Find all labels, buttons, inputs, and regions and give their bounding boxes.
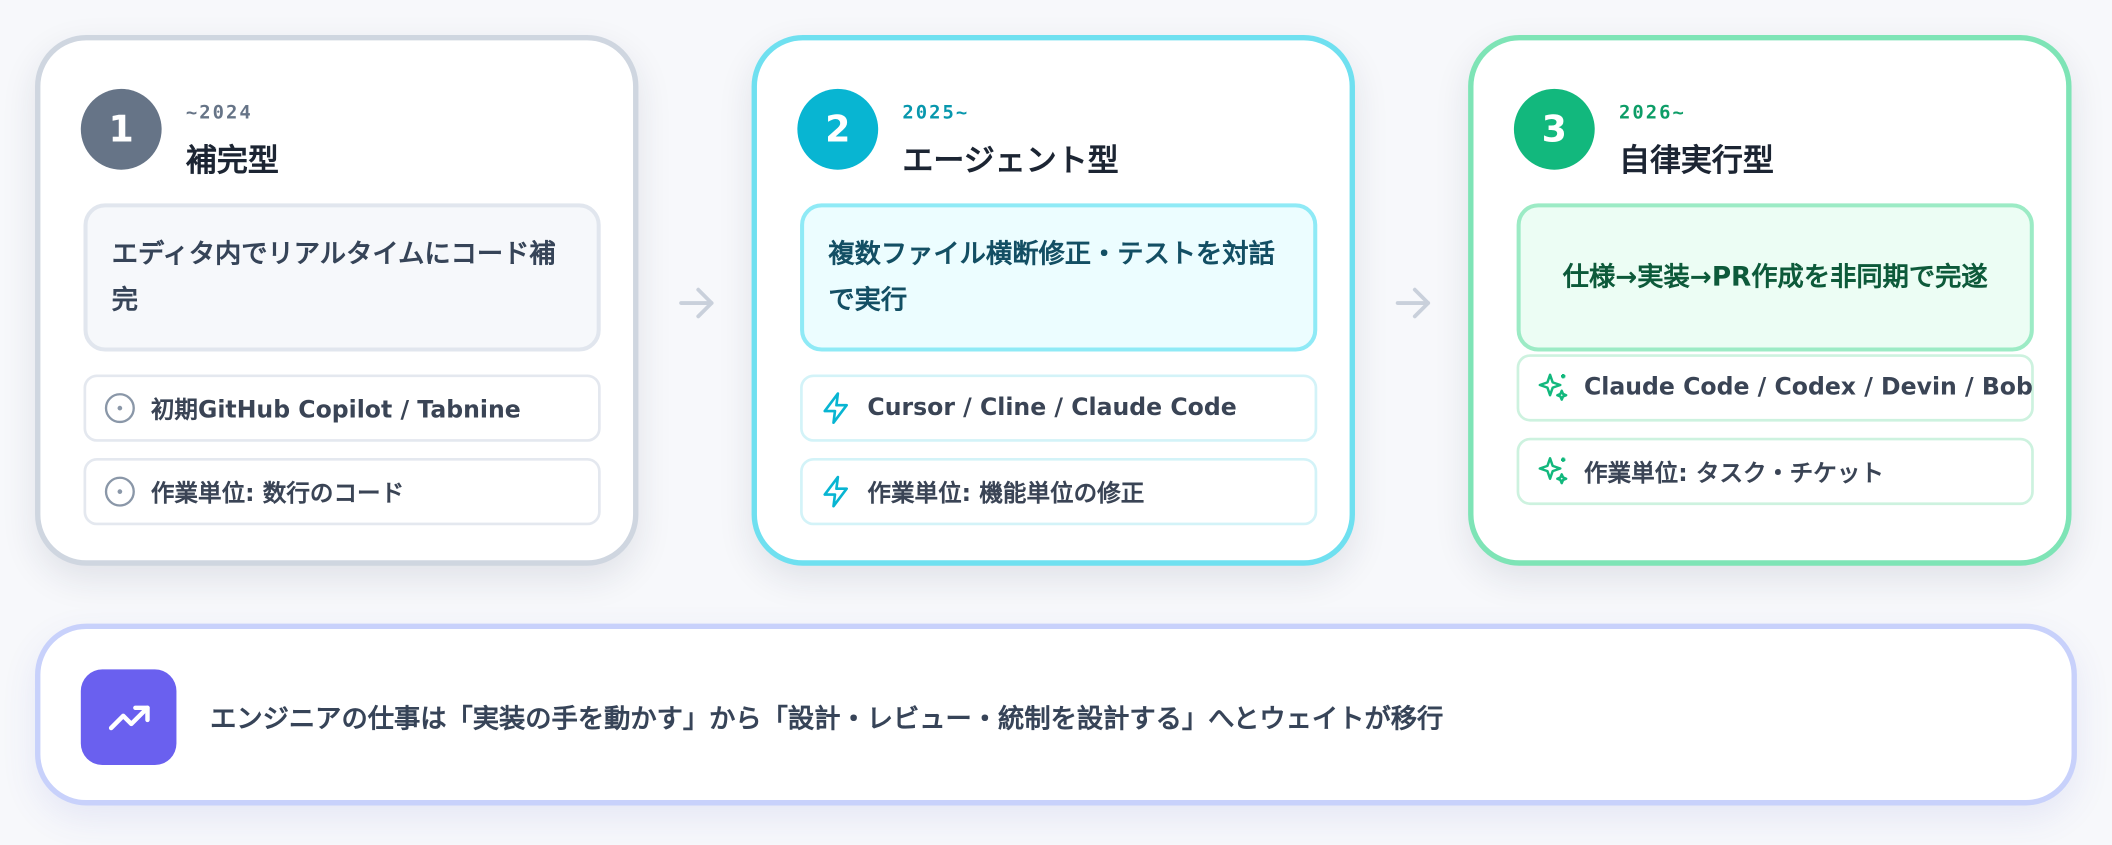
stage-description: エディタ内でリアルタイムにコード補完 [83, 203, 601, 352]
stage-title: 自律実行型 [1618, 144, 1774, 180]
stage-item-label: 初期GitHub Copilot / Tabnine [150, 396, 521, 424]
stage-description: 複数ファイル横断修正・テストを対話で実行 [800, 203, 1318, 352]
stage-description-text: 仕様→実装→PR作成を非同期で完遂 [1562, 261, 1988, 293]
sparkles-icon [1535, 370, 1570, 405]
stage-description-text: エディタ内でリアルタイムにコード補完 [111, 238, 556, 316]
stage-item-label: 作業単位: 機能単位の修正 [867, 480, 1145, 508]
stage-number-badge: 3 [1513, 88, 1595, 170]
stage-era: ~2024 [185, 102, 253, 124]
stage-item-label: 作業単位: タスク・チケット [1583, 459, 1884, 487]
stage-number-badge: 1 [80, 88, 162, 170]
sparkles-icon [1535, 454, 1570, 489]
stage-item: 作業単位: 数行のコード [83, 457, 601, 526]
lightning-icon [819, 391, 854, 426]
stage-card-completion: 1 ~2024 補完型 エディタ内でリアルタイムにコード補完 初期GitHub … [35, 35, 639, 566]
stage-title: 補完型 [185, 144, 279, 180]
stage-item: 作業単位: タスク・チケット [1516, 437, 2034, 506]
stage-item: Cursor / Cline / Claude Code [800, 374, 1318, 442]
stage-item-label: Cursor / Cline / Claude Code [867, 394, 1237, 422]
stage-item: 作業単位: 機能単位の修正 [800, 457, 1318, 526]
stage-description-text: 複数ファイル横断修正・テストを対話で実行 [828, 238, 1275, 316]
circle-dot-icon [102, 474, 137, 509]
stage-item-label: Claude Code / Codex / Devin / Bob [1583, 374, 2033, 402]
stage-era: 2025~ [902, 102, 970, 124]
circle-dot-icon [102, 391, 137, 426]
summary-banner: エンジニアの仕事は「実装の手を動かす」から「設計・レビュー・統制を設計する」へと… [35, 623, 2077, 806]
stage-era: 2026~ [1618, 102, 1686, 124]
arrow-right-icon [1390, 280, 1436, 326]
stage-item-label: 作業単位: 数行のコード [150, 480, 405, 508]
arrow-right-icon [673, 280, 719, 326]
summary-text: エンジニアの仕事は「実装の手を動かす」から「設計・レビュー・統制を設計する」へと… [210, 703, 1444, 735]
stage-number-badge: 2 [797, 88, 879, 170]
stage-card-agent: 2 2025~ エージェント型 複数ファイル横断修正・テストを対話で実行 Cur… [751, 35, 1355, 566]
stage-item: Claude Code / Codex / Devin / Bob [1516, 354, 2034, 422]
stage-title: エージェント型 [902, 144, 1119, 180]
lightning-icon [819, 474, 854, 509]
stage-item: 初期GitHub Copilot / Tabnine [83, 374, 601, 442]
stage-card-autonomous: 3 2026~ 自律実行型 仕様→実装→PR作成を非同期で完遂 Claude C… [1468, 35, 2072, 566]
trending-up-icon [80, 669, 177, 766]
stage-description: 仕様→実装→PR作成を非同期で完遂 [1516, 203, 2034, 352]
